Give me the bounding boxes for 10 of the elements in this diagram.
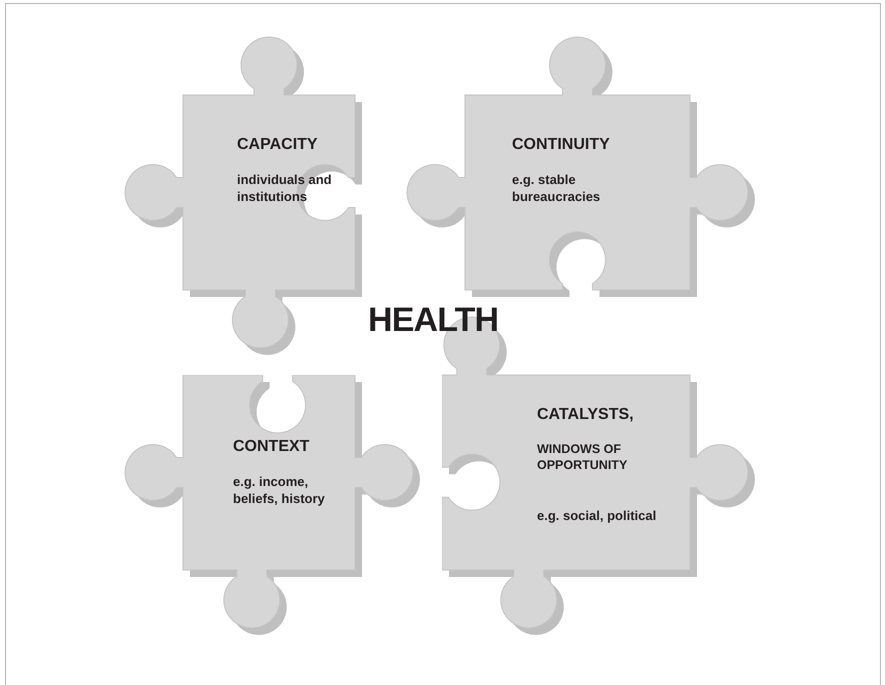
piece-heading: CONTEXT bbox=[233, 437, 310, 457]
piece-text: e.g. social, political bbox=[537, 507, 658, 524]
piece-heading: CAPACITY bbox=[237, 135, 319, 155]
piece-heading: CATALYSTS, bbox=[537, 405, 635, 425]
piece-text: e.g. stable bureaucracies bbox=[512, 171, 602, 205]
piece-text: individuals and institutions bbox=[237, 171, 333, 205]
piece-heading: CONTINUITY bbox=[512, 135, 611, 155]
piece-text: e.g. income, beliefs, history bbox=[233, 473, 326, 507]
piece-text: WINDOWS OF OPPORTUNITY bbox=[537, 441, 628, 473]
center-label: HEALTH bbox=[368, 300, 498, 340]
